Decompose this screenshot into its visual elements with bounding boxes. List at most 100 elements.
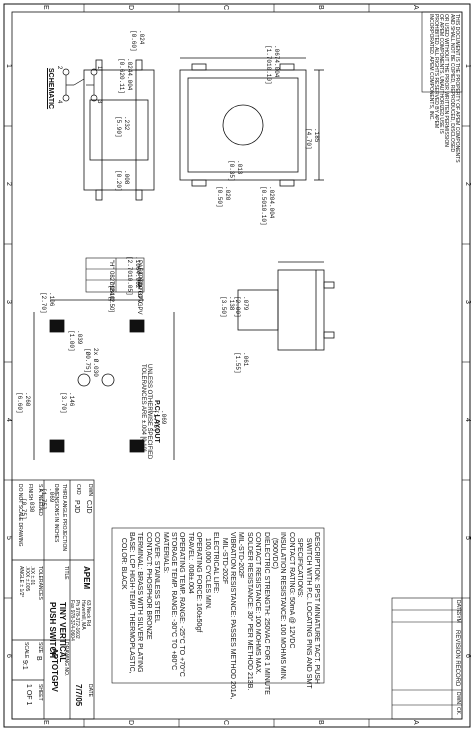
revision-header-ck: CK. — [455, 707, 461, 716]
dim-front-foot-mm: [0.20] — [115, 170, 122, 192]
dim-pin-1-mm: [0.35] — [228, 160, 235, 182]
zone-number-5: 5 — [464, 536, 471, 540]
zone-number-3-bottom: 3 — [5, 300, 12, 304]
sheet-label: SHEET — [37, 684, 43, 701]
outer-frame — [3, 3, 471, 728]
date-label: DATE — [87, 684, 93, 697]
zone-number-1-bottom: 1 — [5, 64, 12, 68]
zone-letter-a: A — [412, 5, 419, 10]
copyright-line: INCORPORATED. APEM COMPONENTS, INC. — [427, 14, 434, 121]
checked-label: CKD — [75, 484, 81, 495]
drawn-by: CJD — [85, 500, 92, 514]
finish-label: FINISH — [27, 484, 33, 501]
pcb-layout-title: P.C. LAYOUT — [153, 400, 160, 443]
dim-pin-3-mm: [0.50] — [216, 186, 223, 208]
zone-letter-d-right: D — [127, 720, 134, 726]
dim-top-width: .0674.004 — [273, 45, 280, 78]
spec-line: OPERATING FORCE: 160±50gf — [195, 532, 203, 633]
pin-label-3: 3 — [96, 100, 102, 104]
dim-pin-3: .020 — [224, 186, 231, 201]
pin-label-2: 2 — [56, 66, 62, 70]
drawing-no-label: DRAWING NO. — [63, 642, 69, 677]
dim-front-height-mm: [5.90] — [115, 116, 122, 138]
sheet-value: 1 OF 1 — [25, 684, 32, 706]
dim-side-w: .079 — [242, 296, 249, 311]
zone-letter-c-right: C — [222, 720, 229, 726]
part-table-row-2-part: APTOTGPV — [136, 282, 142, 315]
tolerance-note: UNLESS OTHERWISE SPECIFIED TOLERANCES AR… — [139, 364, 152, 459]
zone-ticks — [4, 4, 470, 727]
title-label: TITLE — [63, 566, 69, 580]
tolerances-label: TOLERANCES — [37, 566, 43, 600]
spec-line: CONTACT: PHOSPHOR BRONZE — [144, 532, 152, 640]
title-block-grid — [11, 479, 95, 720]
pcb-layout-drawing — [33, 299, 175, 460]
dim-side-h-mm: [2.7010.05] — [126, 256, 133, 296]
part-table-header-h: "H" — [108, 260, 114, 269]
checked-by: PJD — [73, 500, 80, 514]
address-line: Ph 978-372-1602 — [74, 600, 81, 639]
scale-value: 9:1 — [21, 660, 28, 670]
schematic-symbol — [62, 68, 98, 102]
zone-letter-b: B — [317, 5, 324, 10]
dim-side-foot-mm: [1.55] — [234, 352, 241, 374]
revision-header-sym: SYM — [455, 612, 461, 623]
size-value: B — [35, 656, 42, 661]
zone-number-4-bottom: 4 — [5, 418, 12, 422]
spec-line: CONTACT RESISTANCE: 100 MOHMS MAX. — [254, 532, 262, 675]
dim-body-width-mm: [4.70] — [305, 128, 312, 150]
material-label: S.A. NEEDED — [37, 484, 43, 516]
zone-number-2: 2 — [464, 182, 471, 186]
revision-title: REVISION RECORD — [454, 630, 460, 687]
dim-side-foot: .061 — [242, 352, 249, 367]
dim-front-foot: .008 — [123, 170, 130, 185]
spec-line: MIL-STD-202F — [237, 532, 245, 579]
zone-number-1: 1 — [464, 64, 471, 68]
side-view-outline — [237, 261, 335, 351]
spec-line: SPECIFICATIONS: — [296, 532, 304, 598]
company-logo: APEM — [82, 566, 91, 590]
part-table-row-2-h: 0984 [2.50] — [108, 282, 114, 313]
scale-label: SCALE — [23, 642, 29, 659]
zone-letter-e-right: E — [42, 720, 49, 725]
zone-number-3: 3 — [464, 300, 471, 304]
dim-pcb-hole-mm: [Ø0.75] — [84, 348, 91, 374]
tolerance-note-line: UNLESS OTHERWISE SPECIFIED — [146, 364, 152, 460]
dim-pcb-1: .106 — [48, 292, 55, 307]
pin-label-4: 4 — [56, 100, 62, 104]
dim-pcb-2-mm: [1.00] — [68, 330, 75, 352]
dim-body-width: .185 — [313, 128, 320, 143]
zone-letter-c: C — [222, 5, 229, 11]
dim-front-top: .024 — [138, 30, 145, 45]
copyright-line: AND SHALL NOT BE COPIED, REPRODUCED, DIS… — [448, 14, 455, 153]
dim-side-total: .138 — [228, 296, 235, 311]
zone-number-4: 4 — [464, 418, 471, 422]
dim-pcb-5: .069 — [160, 410, 167, 425]
dim-front-top-mm: [0.60] — [130, 30, 137, 52]
spec-line: 100,000 CYCLES MIN. — [203, 532, 211, 610]
dim-pcb-4-mm: [6.60] — [16, 392, 23, 414]
dim-pcb-2: .039 — [76, 330, 83, 345]
address-line: Haverhill, MA — [79, 600, 86, 630]
dim-front-top-2: .0244.004 — [126, 58, 133, 91]
tolerance-note-line: TOLERANCES ARE ±.004 [0.10] — [139, 364, 146, 452]
dim-front-top-2-mm: [0.620.11] — [118, 58, 125, 95]
projection-label: THIRD ANGLE PROJECTION — [61, 484, 67, 551]
revision-header-dwn: DWN. — [455, 692, 461, 706]
pin-label-1: 1 — [96, 66, 102, 70]
zone-letter-a-right: A — [412, 720, 419, 725]
zone-number-6: 6 — [464, 654, 471, 658]
units-label: DIMENSIONS IN INCHES — [53, 484, 59, 543]
specifications-list: DESCRIPTION: SPST MINIATURE TACT. PUSH S… — [118, 532, 320, 699]
dim-pcb-3-mm: [3.70] — [60, 392, 67, 414]
tolerances-list: .XX ±.01 .XXX ±.005 ANGLE ± 1/2° — [18, 566, 36, 597]
spec-line: TERMINAL: BRASS WITH SILVER PLATING — [136, 532, 144, 673]
copyright-box — [421, 11, 463, 93]
dim-pcb-hole: 2x Ø.030 — [92, 348, 99, 377]
spec-line: MATERIALS: — [161, 532, 169, 574]
drawing-number: APTOTGPV — [50, 648, 59, 692]
spec-line: MIL-STD-202F — [220, 532, 228, 585]
front-view-outline — [83, 59, 155, 201]
